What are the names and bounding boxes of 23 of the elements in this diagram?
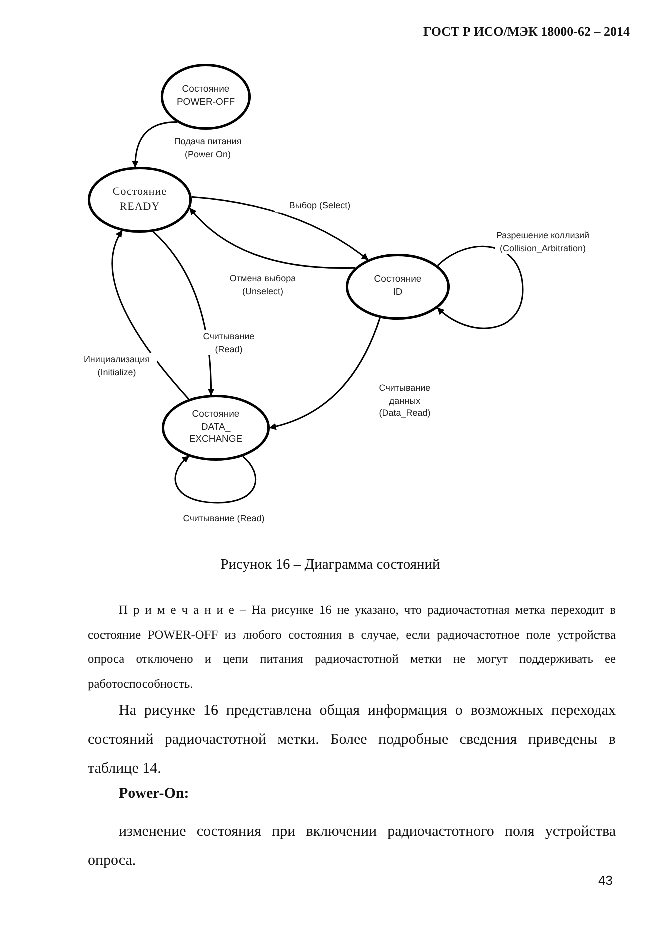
section-heading: Power-On: xyxy=(119,786,190,803)
transition-arrow xyxy=(132,122,178,168)
document-header: ГОСТ Р ИСО/МЭК 18000-62 – 2014 xyxy=(422,24,630,40)
transition-arrow xyxy=(174,456,256,504)
transition-arrow xyxy=(112,230,190,400)
state-name: Состояние READY xyxy=(112,185,168,215)
edge-label: Разрешение коллизий (Collision_Arbitration) xyxy=(495,229,591,255)
state-ellipse xyxy=(162,395,270,461)
state-name: Состояние ID xyxy=(373,274,423,300)
state-name: Состояние POWER-OFF xyxy=(176,84,236,110)
note-paragraph: П р и м е ч а н и е – На рисунке 16 не указано, что радиочастотная метка переходит в состояние POWER-OFF из любого состояния в случае, если радиочастотное поле устройства опроса отключено и цепи питания радиочастотной метки не могут поддерживать ее работоспособность. xyxy=(88,602,616,693)
transition-arrow xyxy=(192,196,369,261)
state-name: Состояние DATA_ EXCHANGE xyxy=(188,408,244,448)
state-ellipse xyxy=(161,64,251,130)
state-ellipse xyxy=(346,254,450,320)
transition-arrow xyxy=(190,208,356,269)
figure-caption: Рисунок 16 – Диаграмма состояний xyxy=(220,557,442,574)
transition-arrow xyxy=(269,318,381,430)
body-paragraph: изменение состояния при включении радиочастотного поля устройства опроса. xyxy=(88,823,616,871)
state-ellipse xyxy=(88,167,192,233)
body-paragraph: На рисунке 16 представлена общая информация о возможных переходах состояний радиочастотной метки. Более подробные сведения приведены в таблице 14. xyxy=(88,702,616,779)
transition-arrow xyxy=(437,246,524,330)
page-number: 43 xyxy=(598,873,613,888)
